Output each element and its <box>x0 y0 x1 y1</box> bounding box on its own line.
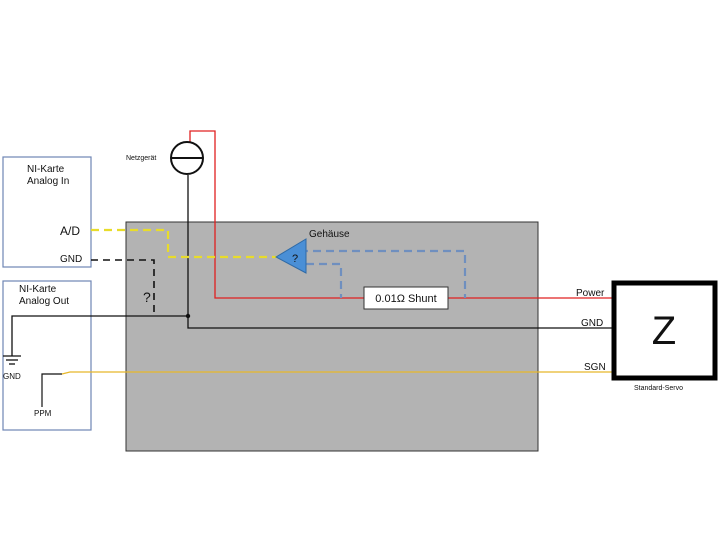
servo-box <box>611 280 718 381</box>
ni-out-ppm-label: PPM <box>34 409 52 418</box>
housing-label: Gehäuse <box>309 229 350 240</box>
main-ground-wire <box>187 175 612 329</box>
servo-gnd-label: GND <box>581 318 603 329</box>
amplifier-label: ? <box>292 253 298 265</box>
ni-analog-in-box <box>2 156 92 268</box>
servo-power-label: Power <box>576 288 605 299</box>
ground-junction <box>185 313 191 319</box>
analog-out-ground-wire <box>11 315 188 318</box>
amplifier-feedback-inner <box>306 262 343 298</box>
amplifier-icon <box>274 238 307 274</box>
ppm-pulse-icon <box>41 373 62 407</box>
housing-box <box>125 221 539 452</box>
unknown-ground-label: ? <box>143 289 151 305</box>
ground-symbol-icon <box>3 318 21 365</box>
measurement-wire <box>91 228 278 259</box>
power-supply-label: Netzgerät <box>126 155 156 162</box>
ni-out-gnd-label: GND <box>3 372 21 381</box>
analog-in-ground-wire <box>91 259 155 316</box>
ni-in-title-line1: NI-Karte <box>27 164 65 175</box>
ni-in-ad-label: A/D <box>60 224 80 238</box>
servo-symbol: Z <box>652 309 676 353</box>
amplifier-feedback-outer <box>300 249 467 298</box>
power-wire <box>189 130 612 299</box>
ni-in-gnd-label: GND <box>60 254 82 265</box>
servo-sgn-label: SGN <box>584 362 606 373</box>
ni-out-title-line1: NI-Karte <box>19 284 57 295</box>
shunt-label: 0.01Ω Shunt <box>375 293 436 305</box>
ni-out-title-line2: Analog Out <box>19 296 69 307</box>
signal-wire <box>61 371 612 375</box>
ni-in-title-line2: Analog In <box>27 176 69 187</box>
servo-label: Standard-Servo <box>634 385 683 392</box>
shunt-resistor <box>363 286 449 310</box>
